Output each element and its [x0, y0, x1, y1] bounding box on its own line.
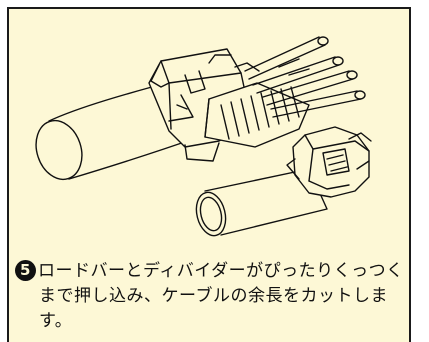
- load-bar-divider-block: [148, 48, 310, 162]
- instruction-line-2: まで押し込み、ケーブルの余長をカットしま: [39, 286, 388, 306]
- connector-assembly-illustration: [35, 36, 372, 237]
- assembled-connector: [286, 126, 372, 198]
- conductor-wires: [244, 36, 366, 118]
- instruction-line-1: ロードバーとディバイダーがぴったりくっつく: [38, 261, 404, 281]
- step-number-badge: 5: [15, 260, 36, 281]
- cable-jacket-small: [195, 168, 328, 237]
- instruction-line-3: す。: [39, 311, 73, 331]
